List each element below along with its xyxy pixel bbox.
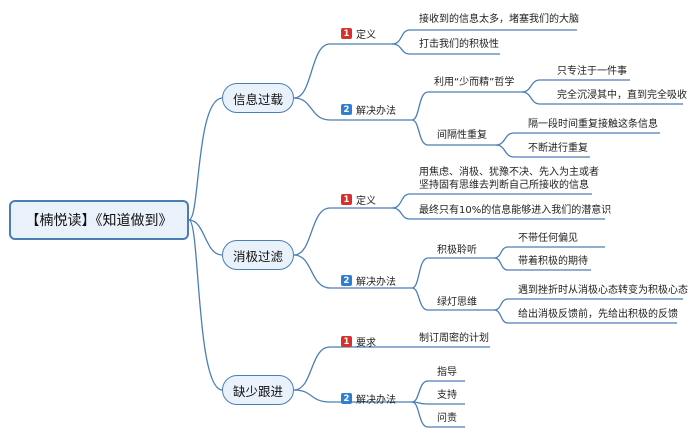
number-2-badge-icon: 2 [341, 393, 352, 404]
leaf-node[interactable]: 带着积极的期待 [518, 256, 588, 267]
sub-node[interactable]: 间隔性重复 [437, 130, 487, 141]
category-label: 解决办法 [356, 277, 396, 288]
leaf-node[interactable]: 隔一段时间重复接触这条信息 [528, 119, 658, 130]
category-definition[interactable]: 1 定义 [341, 192, 376, 207]
branch-information-overload[interactable]: 信息过载 [222, 83, 294, 113]
leaf-node[interactable]: 指导 [437, 367, 457, 378]
root-title: 【楠悦读】《知道做到》 [25, 213, 173, 229]
category-label: 要求 [356, 338, 376, 349]
leaf-node[interactable]: 完全沉浸其中，直到完全吸收 [557, 90, 687, 101]
sub-node[interactable]: 积极聆听 [437, 245, 477, 256]
sub-node[interactable]: 利用“少而精”哲学 [434, 77, 515, 88]
number-2-badge-icon: 2 [341, 275, 352, 286]
number-1-badge-icon: 1 [341, 336, 352, 347]
branch-label: 信息过载 [232, 91, 283, 107]
category-label: 定义 [356, 196, 376, 207]
number-1-badge-icon: 1 [341, 194, 352, 205]
category-label: 定义 [356, 30, 376, 41]
number-2-badge-icon: 2 [341, 104, 352, 115]
category-solution[interactable]: 2 解决办法 [341, 273, 396, 288]
leaf-node[interactable]: 用焦虑、消极、犹豫不决、先入为主或者 [419, 167, 599, 178]
leaf-node[interactable]: 问责 [437, 413, 457, 424]
sub-node[interactable]: 绿灯思维 [437, 297, 477, 308]
leaf-node[interactable]: 接收到的信息太多，堵塞我们的大脑 [419, 14, 579, 25]
category-solution[interactable]: 2 解决办法 [341, 102, 396, 117]
category-solution[interactable]: 2 解决办法 [341, 391, 396, 406]
root-node[interactable]: 【楠悦读】《知道做到》 [9, 200, 189, 240]
branch-negative-filter[interactable]: 消极过滤 [222, 240, 294, 270]
branch-lack-of-follow-up[interactable]: 缺少跟进 [222, 375, 294, 405]
leaf-node[interactable]: 最终只有10%的信息能够进入我们的潜意识 [419, 205, 612, 216]
category-definition[interactable]: 1 定义 [341, 26, 376, 41]
leaf-node[interactable]: 制订周密的计划 [419, 333, 489, 344]
leaf-node[interactable]: 只专注于一件事 [557, 66, 627, 77]
leaf-node[interactable]: 给出消极反馈前，先给出积极的反馈 [518, 309, 678, 320]
leaf-node[interactable]: 不带任何偏见 [518, 233, 578, 244]
leaf-node[interactable]: 坚持固有思维去判断自己所接收的信息 [419, 180, 589, 191]
leaf-node[interactable]: 支持 [437, 390, 457, 401]
leaf-node[interactable]: 遇到挫折时从消极心态转变为积极心态 [518, 285, 688, 296]
category-requirement[interactable]: 1 要求 [341, 334, 376, 349]
leaf-node[interactable]: 打击我们的积极性 [419, 39, 499, 50]
number-1-badge-icon: 1 [341, 28, 352, 39]
category-label: 解决办法 [356, 395, 396, 406]
branch-label: 消极过滤 [232, 248, 283, 264]
branch-label: 缺少跟进 [232, 383, 283, 399]
leaf-node[interactable]: 不断进行重复 [528, 143, 588, 154]
category-label: 解决办法 [356, 106, 396, 117]
